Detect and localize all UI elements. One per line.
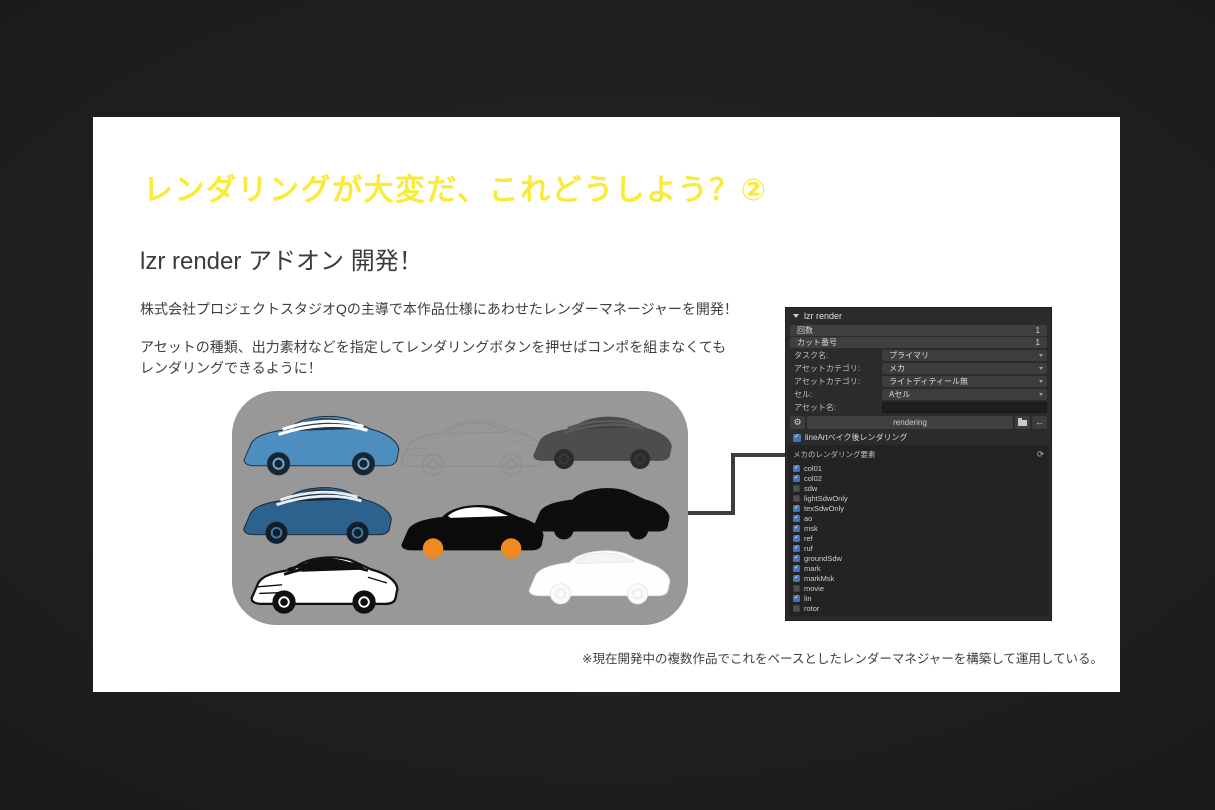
- back-arrow-icon[interactable]: ←: [1032, 416, 1047, 429]
- pass-label: groundSdw: [804, 553, 842, 563]
- pass-label: sdw: [804, 483, 818, 493]
- select-label: セル:: [794, 390, 813, 399]
- checkbox-icon: ✓: [793, 474, 800, 482]
- pass-label: movie: [804, 583, 825, 593]
- panel-title: lzr render: [804, 311, 843, 321]
- checkbox-icon: ✓: [793, 464, 800, 472]
- pass-label: lin: [804, 593, 812, 603]
- pass-checkbox-msk[interactable]: ✓ msk: [793, 523, 1044, 533]
- pass-checkbox-ao[interactable]: ✓ ao: [793, 513, 1044, 523]
- pass-label: ref: [804, 533, 813, 543]
- count-field-value: 1: [1035, 326, 1040, 335]
- pass-checkbox-markMsk[interactable]: ✓ markMsk: [793, 573, 1044, 583]
- pass-checkbox-texSdwOnly[interactable]: ✓ texSdwOnly: [793, 503, 1044, 513]
- lzr-render-panel: lzr render 回数 1 カット番号 1 タスク名:プライマリアセットカテ…: [785, 307, 1052, 621]
- select-dropdown[interactable]: ライトディティール無: [882, 376, 1047, 387]
- render-action-row: ⚙ rendering ←: [790, 416, 1047, 429]
- rendering-button[interactable]: rendering: [807, 416, 1013, 429]
- connector-line: [688, 453, 787, 515]
- subpanel-title: メカのレンダリング要素: [793, 450, 876, 459]
- pass-checkbox-ruf[interactable]: ✓ ruf: [793, 543, 1044, 553]
- checkbox-icon: ✓: [793, 564, 800, 572]
- cut-number-field[interactable]: カット番号 1: [790, 337, 1047, 348]
- pass-label: ruf: [804, 543, 813, 553]
- cut-field-label: カット番号: [797, 338, 837, 347]
- checkbox-icon: ✓: [793, 534, 800, 542]
- car-shaded-gray: [526, 399, 680, 486]
- pass-checkbox-sdw[interactable]: sdw: [793, 483, 1044, 493]
- pass-label: msk: [804, 523, 818, 533]
- count-field[interactable]: 回数 1: [790, 325, 1047, 336]
- pass-label: rotor: [804, 603, 820, 613]
- lineart-bake-checkbox[interactable]: ✓ lineArtベイク後レンダリング: [793, 432, 1044, 443]
- checkbox-icon: ✓: [793, 544, 800, 552]
- checkbox-icon: [793, 604, 800, 612]
- select-row-1: アセットカテゴリ: メカ: [790, 362, 1047, 375]
- slide: レンダリングが大変だ、これどうしよう？② lzr render アドオン 開発！…: [93, 117, 1120, 692]
- pass-checkbox-mark[interactable]: ✓ mark: [793, 563, 1044, 573]
- select-label: タスク名:: [794, 351, 829, 360]
- select-dropdown[interactable]: プライマリ: [882, 350, 1047, 361]
- folder-icon[interactable]: [1015, 416, 1030, 429]
- render-passes-illustration: [232, 391, 688, 625]
- car-silhouette-black: [526, 471, 678, 556]
- pass-label: lightSdwOnly: [804, 493, 848, 503]
- pass-checkbox-lin[interactable]: ✓ lin: [793, 593, 1044, 603]
- checkbox-icon: [793, 484, 800, 492]
- asset-name-row: アセット名:: [790, 401, 1047, 414]
- car-lineart-bw: [244, 539, 406, 625]
- pass-checkbox-groundSdw[interactable]: ✓ groundSdw: [793, 553, 1044, 563]
- checkbox-icon: ✓: [793, 554, 800, 562]
- car-sketch-lineart: [394, 403, 552, 492]
- pass-label: col02: [804, 473, 822, 483]
- page-title: レンダリングが大変だ、これどうしよう？②: [143, 174, 768, 207]
- select-row-3: セル: Aセル: [790, 388, 1047, 401]
- select-dropdown[interactable]: メカ: [882, 363, 1047, 374]
- pass-checkbox-col02[interactable]: ✓ col02: [793, 473, 1044, 483]
- pass-checkbox-movie[interactable]: movie: [793, 583, 1044, 593]
- car-beauty-blue-dark: [236, 469, 400, 561]
- cut-field-value: 1: [1035, 338, 1040, 347]
- checkbox-icon: ✓: [793, 524, 800, 532]
- car-alpha-white: [522, 533, 678, 621]
- footnote: ※現在開発中の複数作品でこれをベースとしたレンダーマネジャーを構築して運用してい…: [582, 652, 1103, 666]
- checkbox-icon: ✓: [793, 433, 801, 442]
- checkbox-icon: ✓: [793, 594, 800, 602]
- pass-label: ao: [804, 513, 813, 523]
- checkbox-icon: ✓: [793, 574, 800, 582]
- select-label: アセットカテゴリ:: [794, 377, 861, 386]
- select-row-0: タスク名: プライマリ: [790, 349, 1047, 362]
- checkbox-icon: ✓: [793, 514, 800, 522]
- lineart-bake-label: lineArtベイク後レンダリング: [805, 433, 908, 442]
- body-paragraph-1: 株式会社プロジェクトスタジオQの主導で本作品仕様にあわせたレンダーマネージャーを…: [140, 301, 738, 317]
- slide-subtitle: lzr render アドオン 開発！: [140, 248, 423, 275]
- pass-checkbox-col01[interactable]: ✓ col01: [793, 463, 1044, 473]
- collapse-caret-icon: [793, 314, 799, 318]
- checkbox-icon: [793, 494, 800, 502]
- select-row-2: アセットカテゴリ: ライトディティール無: [790, 375, 1047, 388]
- gear-icon[interactable]: ⚙: [790, 416, 805, 429]
- car-beauty-blue: [236, 397, 408, 493]
- select-label: アセットカテゴリ:: [794, 364, 861, 373]
- pass-label: markMsk: [804, 573, 835, 583]
- car-mask-orange-wheels: [394, 487, 552, 576]
- pass-label: texSdwOnly: [804, 503, 845, 513]
- panel-header[interactable]: lzr render: [786, 308, 1051, 324]
- pass-label: col01: [804, 463, 822, 473]
- folder-shape: [1018, 418, 1027, 426]
- pass-checkbox-rotor[interactable]: rotor: [793, 603, 1044, 613]
- pass-checkbox-ref[interactable]: ✓ ref: [793, 533, 1044, 543]
- asset-name-label: アセット名:: [794, 403, 837, 412]
- pass-label: mark: [804, 563, 821, 573]
- select-dropdown[interactable]: Aセル: [882, 389, 1047, 400]
- body-paragraph-2: アセットの種類、出力素材などを指定してレンダリングボタンを押せばコンポを組まなく…: [140, 339, 727, 376]
- count-field-label: 回数: [797, 326, 813, 335]
- asset-name-input[interactable]: [882, 402, 1047, 413]
- pass-checkbox-lightSdwOnly[interactable]: lightSdwOnly: [793, 493, 1044, 503]
- checkbox-icon: ✓: [793, 504, 800, 512]
- refresh-icon[interactable]: ⟳: [1036, 449, 1044, 460]
- checkbox-icon: [793, 584, 800, 592]
